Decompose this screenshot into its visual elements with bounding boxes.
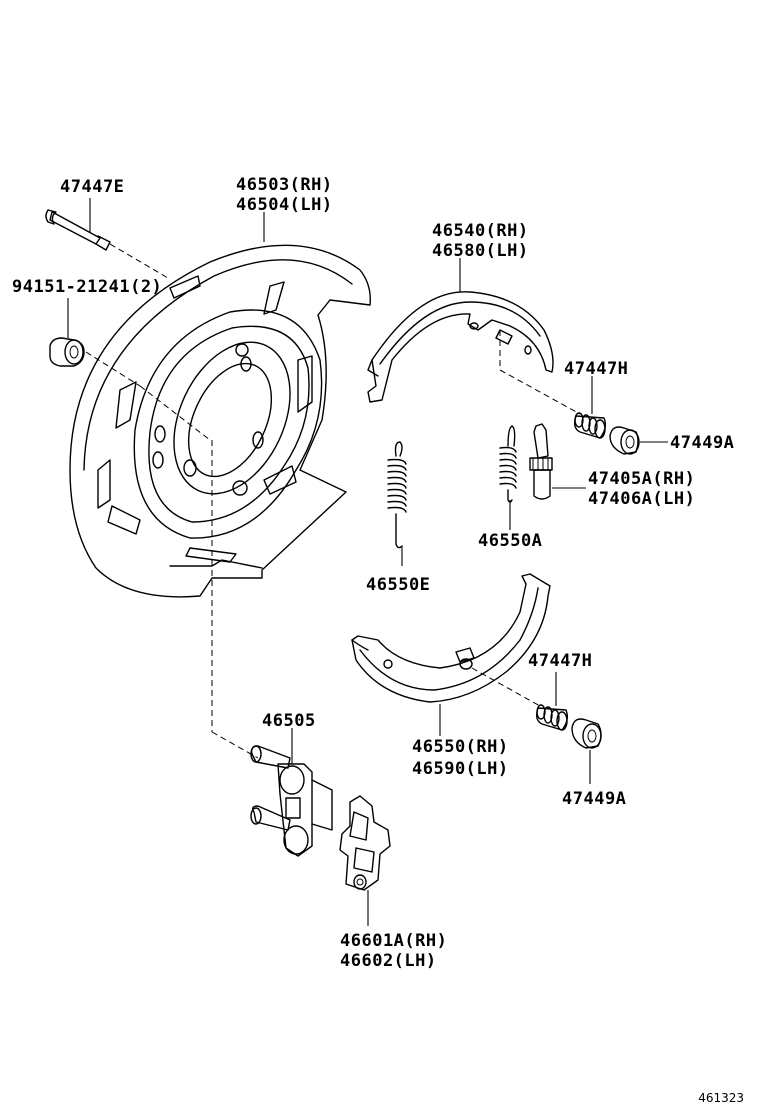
anchor-part — [250, 745, 333, 857]
upper-cup-part — [609, 426, 640, 455]
backing-plate-part — [69, 244, 371, 598]
lower-cup-part — [571, 718, 602, 749]
label-adjuster-lh: 47406A(LH) — [588, 489, 695, 509]
lever-part — [339, 795, 391, 891]
label-spring-a: 46550A — [478, 531, 542, 551]
label-lever-lh: 46602(LH) — [340, 951, 437, 971]
label-spring-e: 46550E — [366, 575, 430, 595]
label-backing-plate-rh: 46503(RH) — [236, 175, 333, 195]
lower-shoe-part — [351, 573, 551, 703]
label-backing-plate-lh: 46504(LH) — [236, 195, 333, 215]
adjuster-part — [529, 423, 553, 500]
nut-part — [49, 337, 85, 367]
label-upper-cup: 47449A — [670, 433, 734, 453]
label-lever-rh: 46601A(RH) — [340, 931, 447, 951]
upper-shoe-part — [367, 291, 554, 403]
label-adjuster-rh: 47405A(RH) — [588, 469, 695, 489]
label-upper-pin: 47447H — [564, 359, 628, 379]
label-upper-shoe-lh: 46580(LH) — [432, 241, 529, 261]
lower-pin-spring — [535, 704, 569, 731]
spring-e-part — [387, 441, 407, 549]
label-lower-cup: 47449A — [562, 789, 626, 809]
label-lower-shoe-rh: 46550(RH) — [412, 737, 509, 757]
upper-pin-spring — [573, 412, 607, 439]
label-anchor: 46505 — [262, 711, 316, 731]
label-lower-shoe-lh: 46590(LH) — [412, 759, 509, 779]
bolt-part — [45, 209, 111, 251]
label-bolt: 47447E — [60, 177, 124, 197]
label-lower-pin: 47447H — [528, 651, 592, 671]
diagram-reference-number: 461323 — [698, 1091, 744, 1105]
spring-a-part — [499, 425, 517, 503]
label-nut: 94151-21241(2) — [12, 277, 162, 297]
label-upper-shoe-rh: 46540(RH) — [432, 221, 529, 241]
